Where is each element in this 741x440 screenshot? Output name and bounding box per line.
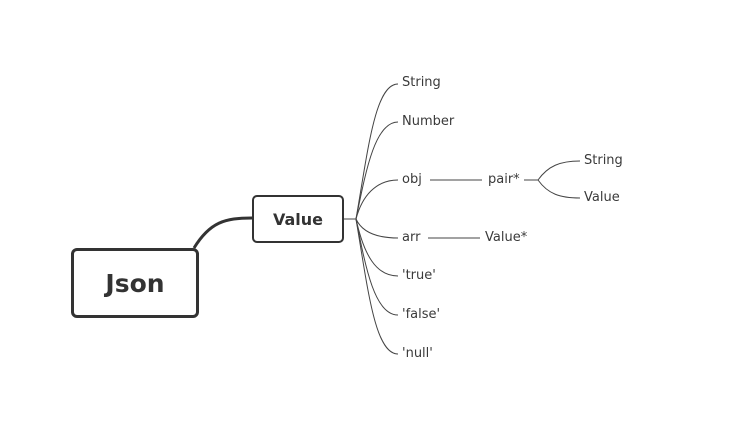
- node-number[interactable]: Number: [402, 114, 455, 129]
- edge-arr: [355, 218, 399, 239]
- node-null[interactable]: 'null': [402, 346, 433, 361]
- edge-pair-string: [537, 160, 581, 181]
- edge-pair-value: [537, 179, 581, 199]
- node-pair-string[interactable]: String: [584, 153, 623, 168]
- node-string[interactable]: String: [402, 75, 441, 90]
- edge-json-value: [192, 216, 253, 249]
- node-pair[interactable]: pair*: [488, 172, 520, 187]
- node-false[interactable]: 'false': [402, 307, 441, 322]
- node-arr[interactable]: arr: [402, 230, 421, 245]
- edge-number: [355, 121, 399, 220]
- value-node[interactable]: Value: [252, 195, 344, 243]
- node-true[interactable]: 'true': [402, 268, 436, 283]
- edge-false: [355, 218, 399, 316]
- edge-null: [355, 218, 399, 355]
- node-arr-value[interactable]: Value*: [485, 230, 528, 245]
- edge-string: [355, 83, 399, 220]
- node-pair-value[interactable]: Value: [584, 190, 620, 205]
- value-node-label: Value: [272, 209, 324, 229]
- root-label: Json: [105, 268, 165, 298]
- root-node[interactable]: Json: [71, 248, 199, 318]
- edge-obj: [355, 179, 399, 220]
- node-obj[interactable]: obj: [402, 172, 422, 187]
